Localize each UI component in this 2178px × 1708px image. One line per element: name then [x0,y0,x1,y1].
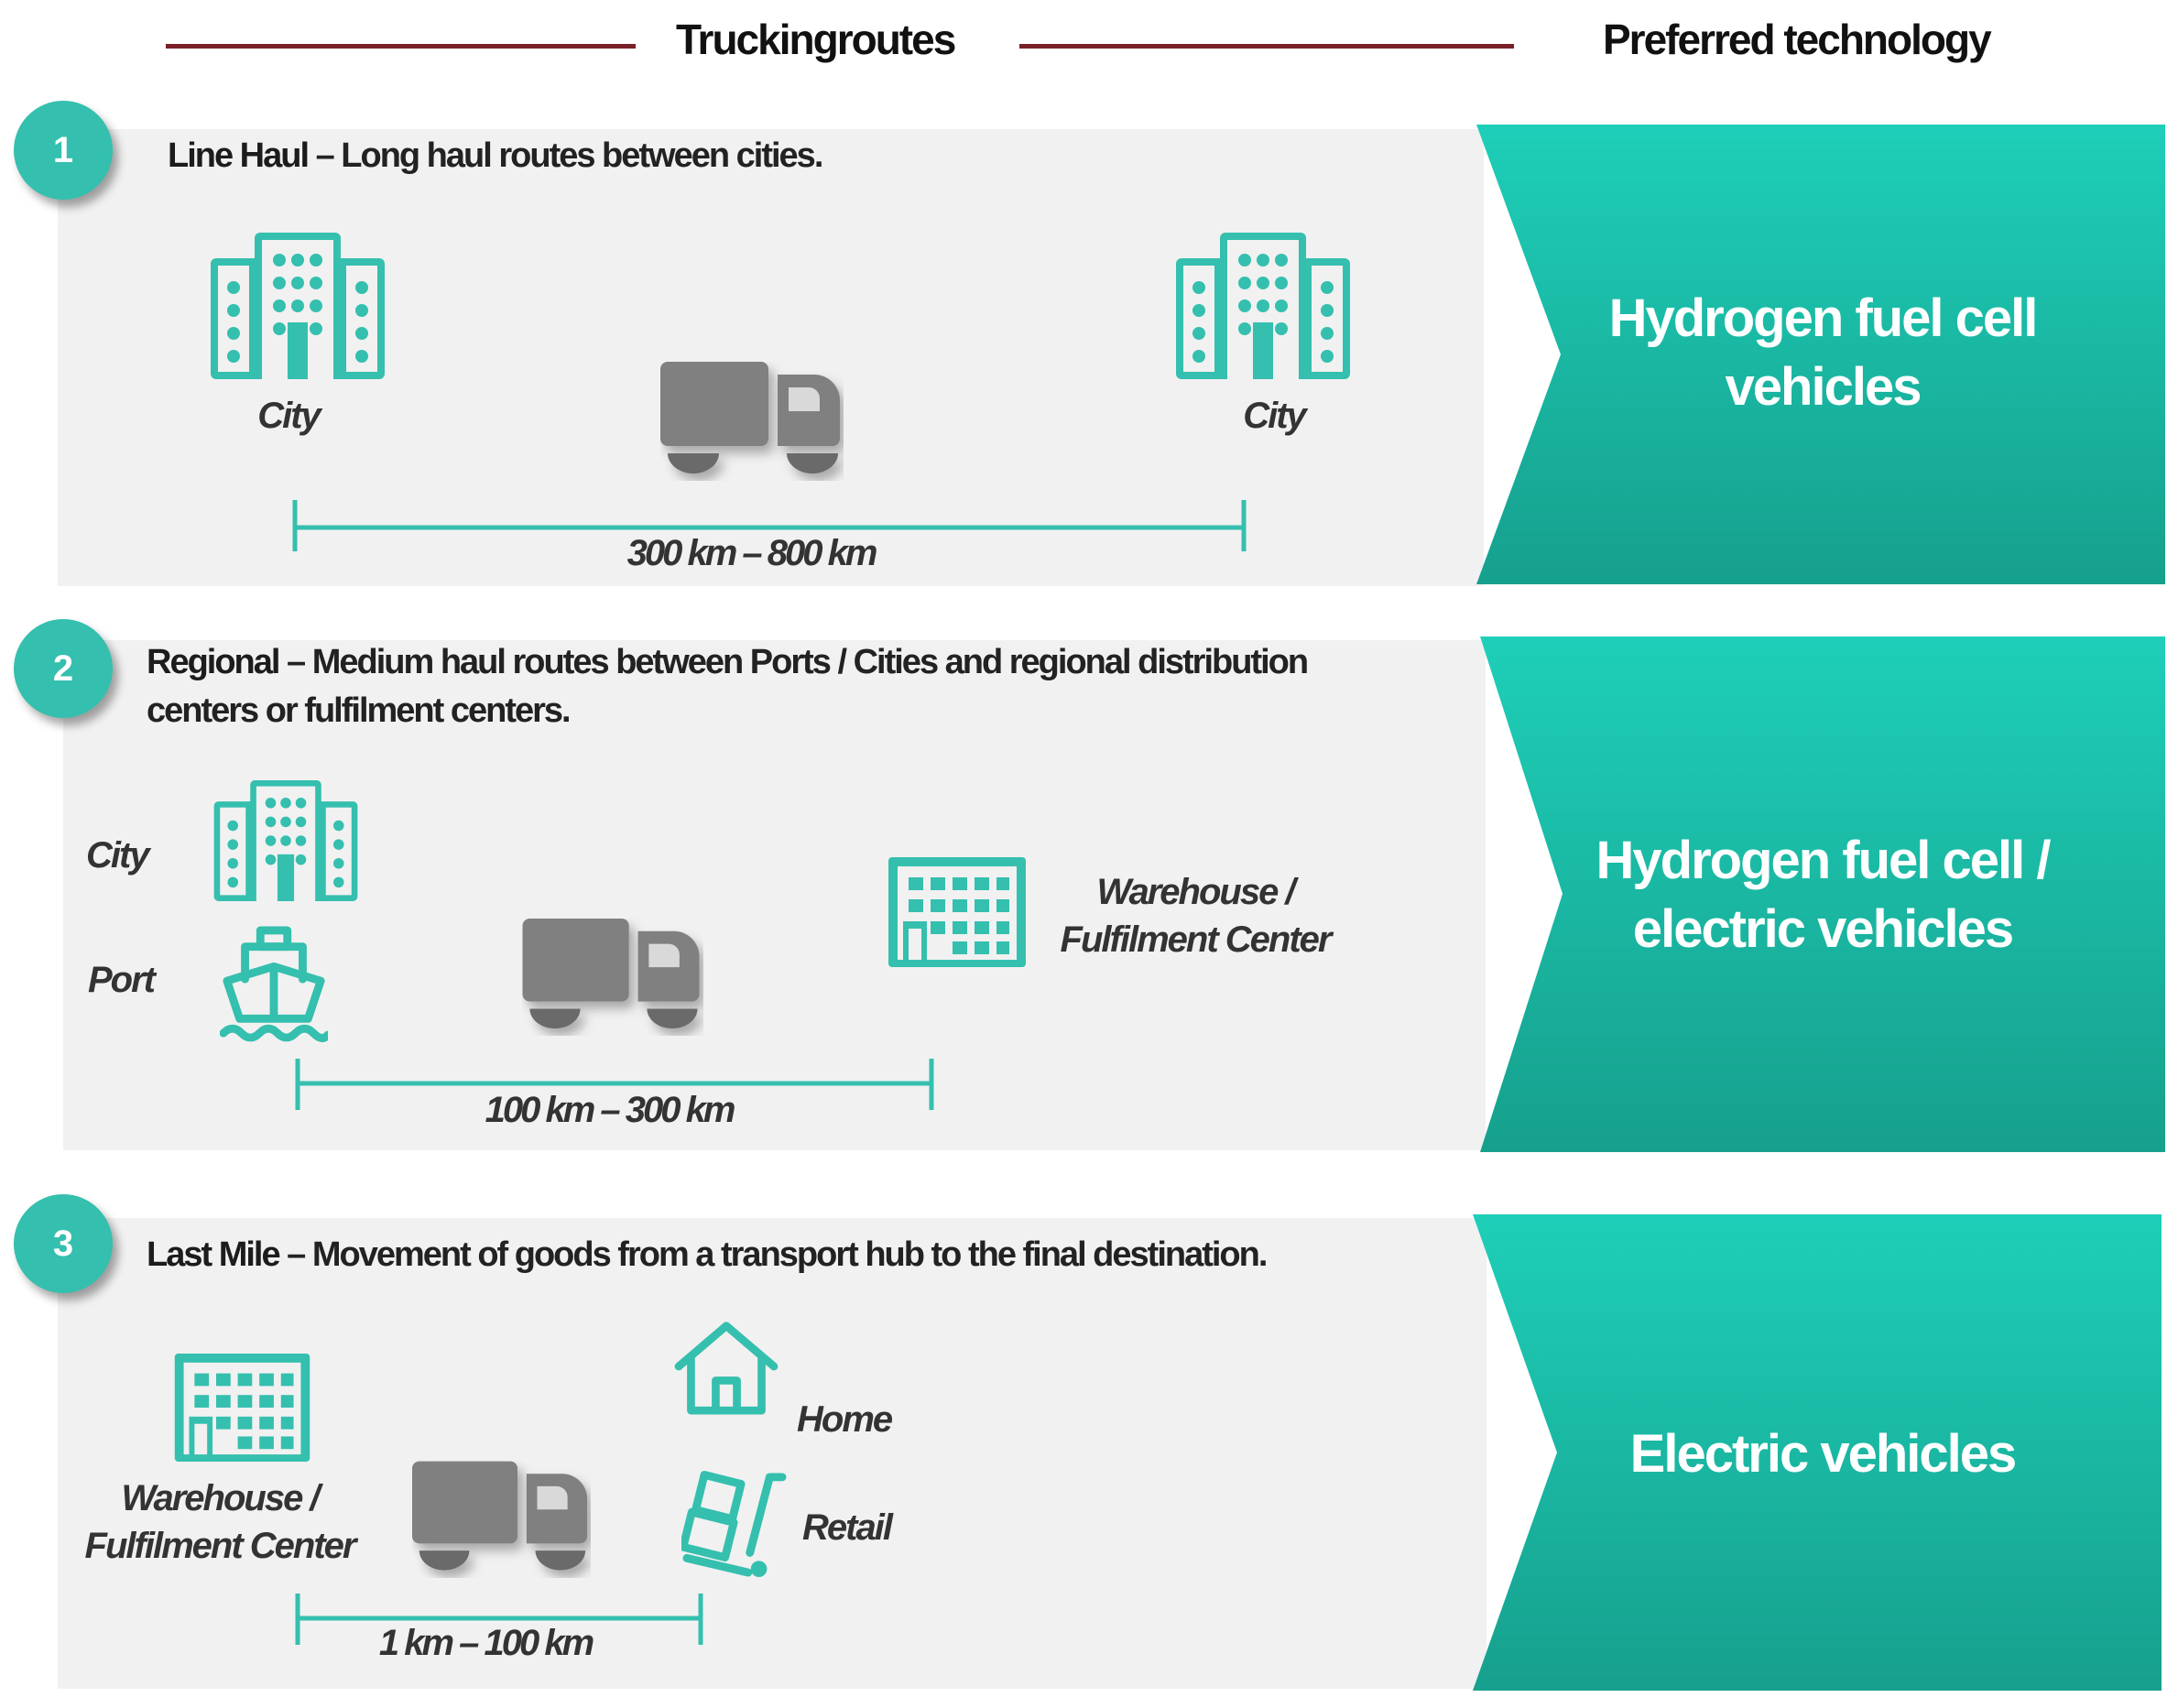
warehouse-label: Warehouse / Fulfilment Center [1035,868,1356,963]
route-title: Line Haul – Long haul routes between cit… [168,132,1450,180]
building-icon [209,780,363,901]
retail-label: Retail [802,1507,893,1548]
technology-arrow [1473,1214,2162,1691]
truck-icon [412,1461,591,1578]
building-icon [211,233,385,379]
technology-line: vehicles [1725,357,1922,417]
city-label: City [1243,396,1307,436]
technology-text: Hydrogen fuel cell vehicles [1557,284,2088,421]
warehouse-icon [888,857,1026,967]
route-title: Last Mile – Movement of goods from a tra… [147,1231,1291,1279]
route-number-badge: 1 [14,101,113,200]
truck-icon [660,362,844,481]
distance-bracket [295,1059,934,1110]
route-description: – Long haul routes between cities. [308,136,824,175]
route-description: – Medium haul routes between Ports / Cit… [147,643,1309,730]
home-label: Home [797,1399,893,1440]
distance-bracket [295,1594,703,1645]
route-description: – Movement of goods from a transport hub… [278,1235,1268,1274]
technology-arrow [1476,125,2165,584]
technology-line: Electric vehicles [1629,1424,2018,1484]
route-number-badge: 2 [14,619,113,718]
route-name: Line Haul [168,136,310,175]
home-icon [671,1319,781,1416]
technology-text: Hydrogen fuel cell / electric vehicles [1548,826,2097,963]
distance-label: 1 km – 100 km [378,1623,594,1663]
distance-bracket [292,500,1247,551]
distance-label: 300 km – 800 km [626,533,878,573]
city-label: City [86,835,150,876]
warehouse-icon [171,1354,313,1462]
city-label: City [257,396,321,436]
technology-arrow [1480,636,2165,1152]
warehouse-label-line: Fulfilment Center [1060,919,1333,960]
technology-line: electric vehicles [1632,899,2014,959]
routes-header: Truckingroutes [676,16,956,63]
technology-line: Hydrogen fuel cell [1608,288,2039,348]
header-rule-right [1019,44,1514,49]
distance-label: 100 km – 300 km [485,1090,736,1130]
header-rule-left [166,44,636,49]
warehouse-label-line: Warehouse / [1096,872,1295,912]
ship-icon [220,925,328,1042]
warehouse-label-line: Warehouse / [121,1478,320,1518]
warehouse-label: Warehouse / Fulfilment Center [50,1474,389,1570]
hand-truck-icon [681,1470,790,1578]
route-name: Regional [147,643,280,681]
technology-text: Electric vehicles [1548,1420,2097,1488]
port-label: Port [88,960,156,1000]
truck-icon [522,919,703,1036]
route-title: Regional – Medium haul routes between Po… [147,638,1365,735]
technology-line: Hydrogen fuel cell / [1595,831,2052,890]
route-name: Last Mile [147,1235,281,1274]
warehouse-label-line: Fulfilment Center [84,1526,357,1566]
technology-header: Preferred technology [1603,16,1992,63]
building-icon [1176,233,1350,379]
route-number-badge: 3 [14,1194,113,1293]
